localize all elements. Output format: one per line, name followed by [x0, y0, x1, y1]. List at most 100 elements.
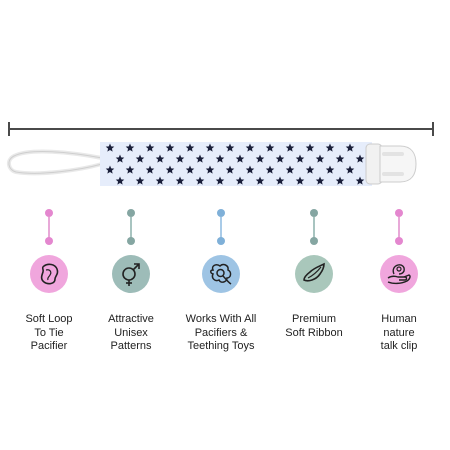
loop-icon — [40, 263, 59, 285]
star-mark — [355, 176, 365, 185]
feature-unisex-patterns: Attractive Unisex Patterns — [86, 205, 176, 365]
star-mark — [185, 143, 195, 152]
measure-line — [8, 128, 434, 130]
star-mark — [275, 154, 285, 163]
feature-circle — [30, 255, 68, 293]
star-mark — [205, 165, 215, 174]
connector-stem — [398, 217, 400, 241]
ribbon-strip — [100, 142, 372, 186]
star-mark — [325, 165, 335, 174]
star-mark — [165, 165, 175, 174]
feature-label-line: To Tie — [34, 326, 64, 339]
star-mark — [265, 165, 275, 174]
measure-cap-left — [8, 122, 10, 136]
star-mark — [125, 143, 135, 152]
star-mark — [195, 154, 205, 163]
feature-label-line: Unisex — [114, 326, 148, 339]
star-mark — [355, 154, 365, 163]
pacifier-clip-icon — [7, 142, 417, 186]
star-mark — [155, 154, 165, 163]
star-mark — [115, 154, 125, 163]
star-mark — [225, 165, 235, 174]
connector-stem — [48, 217, 50, 241]
feature-label-line: Pacifier — [30, 340, 68, 352]
star-mark — [275, 176, 285, 185]
star-mark — [185, 165, 195, 174]
star-mark — [315, 176, 325, 185]
feature-list: Soft Loop To Tie Pacifier Attractive Uni… — [0, 205, 450, 365]
connector-dot — [395, 209, 403, 217]
star-mark — [295, 154, 305, 163]
feature-premium-ribbon: Premium Soft Ribbon — [269, 205, 359, 365]
star-mark — [345, 143, 355, 152]
star-mark — [145, 143, 155, 152]
feature-label-line: Soft Loop — [25, 313, 73, 325]
star-mark — [145, 165, 155, 174]
feature-circle — [380, 255, 418, 293]
feature-soft-loop: Soft Loop To Tie Pacifier — [4, 205, 94, 365]
connector-dot — [310, 237, 318, 245]
star-mark — [235, 154, 245, 163]
feature-circle — [202, 255, 240, 293]
star-pattern — [105, 143, 365, 185]
star-mark — [315, 154, 325, 163]
star-mark — [285, 165, 295, 174]
feature-label: Works With All Pacifiers & Teething Toys — [164, 313, 278, 354]
feature-circle — [112, 255, 150, 293]
star-mark — [165, 143, 175, 152]
feature-label-line: Teething Toys — [187, 340, 255, 352]
feature-label-line: Patterns — [110, 340, 152, 352]
star-mark — [335, 176, 345, 185]
star-mark — [115, 176, 125, 185]
star-mark — [215, 154, 225, 163]
feature-label-line: Pacifiers & — [194, 326, 248, 339]
feature-label: Soft Loop To Tie Pacifier — [0, 313, 106, 354]
measure-cap-right — [432, 122, 434, 136]
star-mark — [255, 154, 265, 163]
connector-stem — [220, 217, 222, 241]
star-mark — [325, 143, 335, 152]
star-mark — [215, 176, 225, 185]
feature-label-line: Attractive — [108, 313, 154, 325]
feature-label-line: Works With All — [185, 313, 257, 325]
star-mark — [285, 143, 295, 152]
star-mark — [175, 176, 185, 185]
connector-dot — [127, 209, 135, 217]
star-mark — [105, 165, 115, 174]
feature-label-line: Human — [381, 313, 417, 325]
connector-dot — [45, 237, 53, 245]
connector-dot — [395, 237, 403, 245]
feature-label: Human nature talk clip — [342, 313, 450, 354]
star-mark — [255, 176, 265, 185]
connector-dot — [217, 209, 225, 217]
hand-clip-icon — [387, 264, 411, 285]
star-mark — [235, 176, 245, 185]
feature-label-line: nature — [383, 326, 415, 339]
star-mark — [195, 176, 205, 185]
star-mark — [125, 165, 135, 174]
feature-human-nature-clip: Human nature talk clip — [354, 205, 444, 365]
star-mark — [155, 176, 165, 185]
pacifier-clip-product — [0, 130, 450, 200]
connector-dot — [127, 237, 135, 245]
star-mark — [295, 176, 305, 185]
star-mark — [335, 154, 345, 163]
connector-stem — [130, 217, 132, 241]
star-mark — [225, 143, 235, 152]
feature-label-line: Soft Ribbon — [285, 326, 343, 339]
ribbon-icon — [303, 262, 325, 282]
feature-works-with-all: Works With All Pacifiers & Teething Toys — [176, 205, 266, 365]
feature-label-line: Premium — [291, 313, 336, 325]
star-mark — [135, 154, 145, 163]
star-mark — [305, 143, 315, 152]
connector-dot — [310, 209, 318, 217]
pacifier-icon — [210, 263, 232, 285]
feature-label-line: talk clip — [380, 340, 418, 352]
connector-dot — [217, 237, 225, 245]
feature-label: Attractive Unisex Patterns — [74, 313, 188, 354]
connector-stem — [313, 217, 315, 241]
gender-unisex-icon — [122, 263, 140, 286]
star-mark — [175, 154, 185, 163]
feature-circle — [295, 255, 333, 293]
connector-dot — [45, 209, 53, 217]
